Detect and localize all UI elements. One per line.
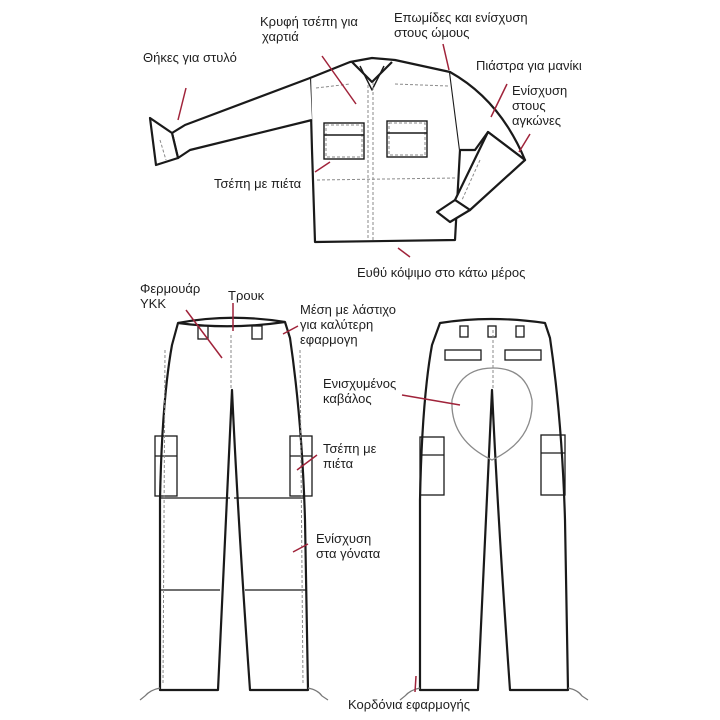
- label-crotch-line2: καβάλος: [323, 391, 372, 406]
- label-waist-line3: εφαρμογη: [300, 332, 358, 347]
- label-epaulettes-line2: στους ώμους: [394, 25, 470, 40]
- label-knee-line1: Ενίσχυση: [316, 531, 372, 546]
- shirt-left-pocket: [323, 122, 365, 160]
- label-ykk-zipper: Φερμουάρ YKK: [140, 281, 200, 311]
- label-waist-line2: για καλύτερη: [300, 317, 374, 332]
- label-zipper-line1: Φερμουάρ: [140, 281, 201, 296]
- label-straight-hem: Ευθύ κόψιμο στο κάτω μέρος: [357, 265, 526, 280]
- label-crotch-line1: Ενισχυμένος: [323, 376, 397, 391]
- label-hidden-pocket: Κρυφή τσέπη για χαρτιά: [260, 14, 358, 44]
- label-epaulettes: Επωμίδες και ενίσχυση στους ώμους: [394, 10, 528, 40]
- label-elbow-line1: Ενίσχυση: [512, 83, 568, 98]
- label-hidden-pocket-line2: χαρτιά: [262, 29, 299, 44]
- label-flap-pocket: Τσέπη με πιέτα: [214, 176, 302, 191]
- leader-lines: [177, 43, 531, 693]
- label-knee-line2: στα γόνατα: [316, 546, 381, 561]
- label-knee-reinforcement: Ενίσχυση στα γόνατα: [316, 531, 380, 561]
- label-cargo-line1: Τσέπη με: [323, 441, 377, 456]
- label-drawcords: Κορδόνια εφαρμογής: [348, 697, 470, 712]
- label-elbow-reinforcement: Ενίσχυση στους αγκώνες: [512, 83, 567, 128]
- label-cargo-pocket: Τσέπη με πιέτα: [323, 441, 376, 471]
- trousers-back-drawing: [418, 317, 570, 692]
- trousers-back-drawcords: [399, 687, 589, 701]
- shirt-stitching: [159, 82, 481, 240]
- trousers-back-details: [419, 325, 566, 496]
- label-snap: Τρουκ: [228, 288, 265, 303]
- trousers-front-drawcords: [139, 687, 329, 701]
- shirt-right-pocket: [386, 120, 428, 158]
- label-zipper-line2: YKK: [140, 296, 167, 311]
- label-elbow-line2: στους: [512, 98, 546, 113]
- label-elastic-waist: Μέση με λάστιχο για καλύτερη εφαρμογη: [300, 302, 396, 347]
- label-elbow-line3: αγκώνες: [512, 113, 562, 128]
- label-cargo-line2: πιέτα: [323, 456, 354, 471]
- label-sleeve-tab: Πιάστρα για μανίκι: [476, 58, 582, 73]
- shirt-drawing: [148, 56, 527, 244]
- crotch-reinforcement: [451, 367, 533, 461]
- label-reinforced-crotch: Ενισχυμένος καβάλος: [323, 376, 396, 406]
- label-pen-pockets: Θήκες για στυλό: [143, 50, 237, 65]
- label-epaulettes-line1: Επωμίδες και ενίσχυση: [394, 10, 528, 25]
- label-waist-line1: Μέση με λάστιχο: [300, 302, 396, 317]
- label-hidden-pocket-line1: Κρυφή τσέπη για: [260, 14, 358, 29]
- trousers-front-drawing: [158, 316, 310, 692]
